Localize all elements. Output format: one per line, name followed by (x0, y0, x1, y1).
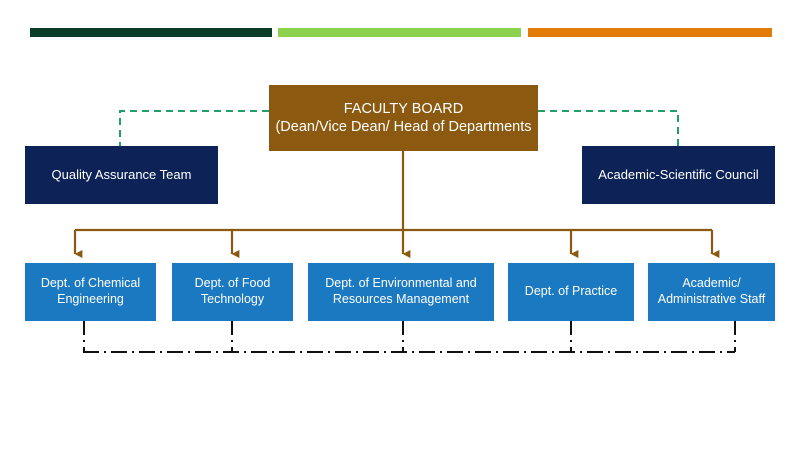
edge-faculty-to-quality-assurance (119, 110, 269, 146)
node-quality-assurance-team[interactable]: Quality Assurance Team (25, 146, 218, 204)
node-faculty-board-line2: (Dean/Vice Dean/ Head of Departments (275, 119, 532, 135)
node-dept-chemical-label: Dept. of Chemical Engineering (40, 276, 141, 306)
node-academic-administrative-staff[interactable]: Academic/ Administrative Staff (648, 263, 775, 321)
node-dept-food-label: Dept. of Food Technology (194, 276, 271, 306)
node-dept-environment-label: Dept. of Environmental and Resources Man… (325, 276, 477, 306)
node-dept-chemical-engineering[interactable]: Dept. of Chemical Engineering (25, 263, 156, 321)
node-academic-council-label: Academic-Scientific Council (598, 166, 759, 182)
node-academic-scientific-council[interactable]: Academic-Scientific Council (582, 146, 775, 204)
node-quality-assurance-label: Quality Assurance Team (51, 166, 192, 182)
accent-bar-dark-green (30, 28, 272, 37)
node-dept-environmental-resources-management[interactable]: Dept. of Environmental and Resources Man… (308, 263, 494, 321)
node-dept-practice-label: Dept. of Practice (524, 284, 618, 299)
accent-bar-light-green (278, 28, 521, 37)
node-dept-food-technology[interactable]: Dept. of Food Technology (172, 263, 293, 321)
node-faculty-board-line1: FACULTY BOARD (343, 100, 464, 117)
node-admin-staff-label: Academic/ Administrative Staff (657, 276, 766, 306)
node-faculty-board[interactable]: FACULTY BOARD (Dean/Vice Dean/ Head of D… (269, 85, 538, 151)
edge-faculty-to-academic-council (538, 110, 679, 146)
node-dept-practice[interactable]: Dept. of Practice (508, 263, 634, 321)
accent-bar-orange (528, 28, 772, 37)
